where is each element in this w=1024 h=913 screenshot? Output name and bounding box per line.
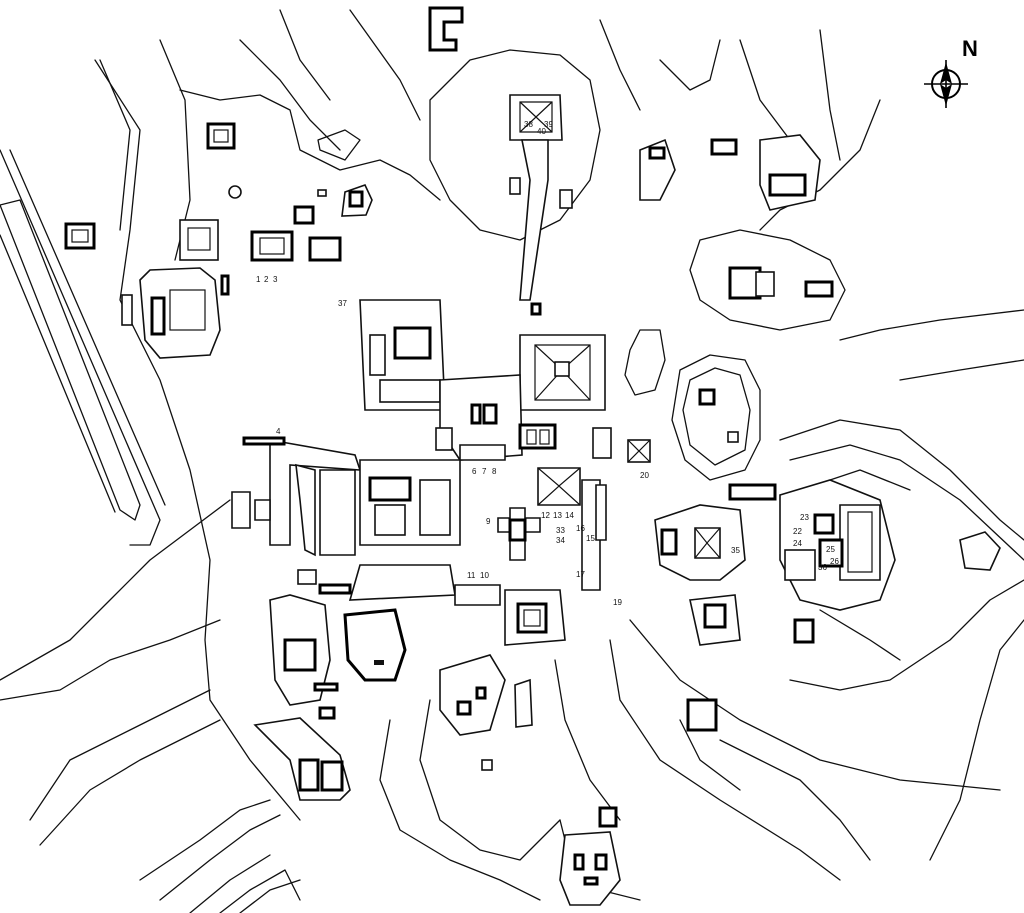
structure-north-pyramid (509, 94, 573, 316)
contour-lines (0, 9, 1024, 913)
label-37: 37 (338, 299, 347, 308)
label-11: 11 (467, 571, 476, 580)
label-25: 25 (826, 545, 835, 554)
structure-far-east-complex (779, 479, 1001, 611)
label-39: 39 (544, 120, 553, 129)
label-26: 26 (830, 557, 839, 566)
north-arrow: N (924, 36, 978, 108)
structure-sw-lower (253, 682, 351, 801)
structure-tl-2 (64, 222, 96, 250)
label-3: 3 (273, 275, 278, 284)
structure-small-pyramid-east (592, 427, 651, 463)
structure-platform-123 (228, 185, 342, 262)
label-14: 14 (565, 511, 574, 520)
structure-stela-room (343, 608, 407, 682)
label-22: 22 (793, 527, 802, 536)
structure-acropolis-center (359, 299, 446, 411)
label-20: 20 (640, 471, 649, 480)
structure-tl-1 (206, 122, 236, 150)
structure-east-lower (686, 594, 815, 732)
label-19: 19 (613, 598, 622, 607)
north-letter: N (962, 36, 978, 61)
structure-plaza-west (435, 374, 557, 461)
label-6: 6 (472, 467, 477, 476)
structure-pyramid-12 (537, 467, 581, 506)
structure-labels: 1 2 3 37 38 39 40 4 6 7 8 20 9 12 13 14 … (256, 120, 839, 607)
label-38: 38 (524, 120, 533, 129)
structures (64, 6, 1001, 906)
structure-central-acropolis (348, 459, 501, 606)
structure-west-court (231, 436, 362, 557)
label-33: 33 (556, 526, 565, 535)
structure-big-platform (519, 334, 606, 411)
structure-south-center-cluster (439, 654, 533, 771)
structure-long-east (581, 479, 607, 591)
label-17: 17 (576, 570, 585, 579)
label-36: 36 (818, 563, 827, 572)
structure-east-hill (728, 266, 834, 300)
label-2: 2 (264, 275, 269, 284)
label-23: 23 (800, 513, 809, 522)
label-7: 7 (482, 467, 487, 476)
label-16: 16 (576, 524, 585, 533)
structure-east-court (654, 483, 777, 581)
structure-oval-hill-inner (698, 388, 739, 443)
label-8: 8 (492, 467, 497, 476)
structure-pyramid-south-center (504, 589, 566, 646)
structure-left-complex (121, 219, 230, 359)
label-24: 24 (793, 539, 802, 548)
structure-sw-complex (269, 569, 352, 706)
label-34: 34 (556, 536, 565, 545)
label-10: 10 (480, 571, 489, 580)
label-40: 40 (537, 127, 546, 136)
structure-cross (497, 507, 541, 561)
label-35: 35 (731, 546, 740, 555)
label-12: 12 (541, 511, 550, 520)
structure-top-corner (428, 6, 464, 52)
structure-top-hill-small (341, 184, 373, 217)
label-9: 9 (486, 517, 491, 526)
label-15: 15 (586, 534, 595, 543)
label-13: 13 (553, 511, 562, 520)
label-1: 1 (256, 275, 261, 284)
label-4: 4 (276, 427, 281, 436)
structure-ne-complex (639, 134, 821, 211)
structure-south-bottom (559, 806, 621, 906)
